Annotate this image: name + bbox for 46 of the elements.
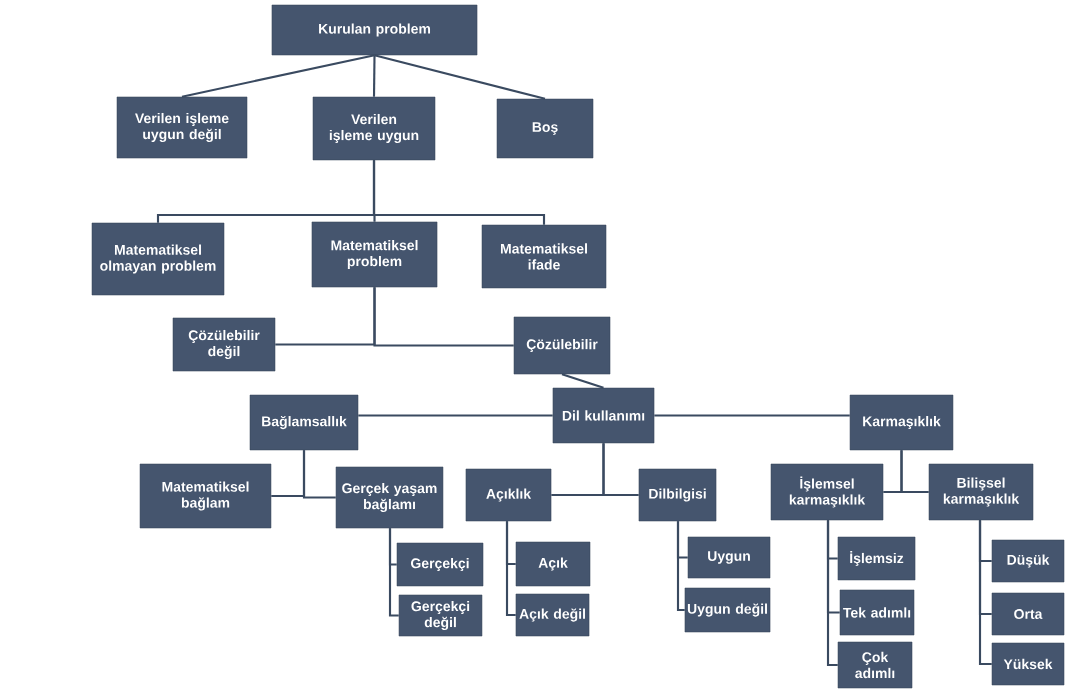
connector-line: [900, 450, 929, 494]
category-box: Yüksek: [991, 642, 1065, 686]
connector-line: [358, 414, 553, 417]
category-box: Düşük: [991, 539, 1065, 583]
connector-line: [181, 54, 375, 98]
category-box: Matematiksel ifade: [481, 224, 607, 289]
connector-line: [602, 443, 639, 497]
category-box: Verilen işleme uygun değil: [116, 96, 248, 159]
category-box: Gerçekçi: [396, 542, 484, 587]
connector-line: [372, 160, 546, 225]
connector-line: [505, 521, 516, 617]
category-box: Verilen işleme uygun: [312, 96, 436, 161]
connector-line: [654, 414, 850, 417]
category-box: Açık: [515, 541, 591, 587]
category-box: Tek adımlı: [839, 589, 915, 636]
category-box: Çözülebilir değil: [172, 317, 276, 372]
connector-line: [826, 520, 838, 667]
connector-line: [676, 521, 685, 612]
category-box: Boş: [496, 98, 594, 159]
category-box: Matematiksel bağlam: [139, 463, 272, 529]
category-box: Uygun değil: [684, 587, 771, 633]
category-box: İşlemsiz: [837, 536, 916, 581]
category-box: Çok adımlı: [837, 641, 913, 689]
connector-line: [374, 54, 546, 100]
category-box: İşlemsel karmaşıklık: [770, 463, 884, 521]
category-box: Uygun: [687, 536, 771, 579]
connector-line: [978, 520, 992, 666]
category-box: Karmaşıklık: [849, 394, 954, 451]
connector-line: [302, 450, 336, 499]
category-box: Açıklık: [465, 468, 552, 522]
category-box: Orta: [991, 592, 1065, 636]
category-box: Dilbilgisi: [638, 468, 717, 522]
connector-line: [388, 528, 399, 617]
category-box: Gerçekçi değil: [398, 594, 483, 637]
connector-line: [561, 373, 604, 389]
category-box: Açık değil: [515, 593, 590, 637]
category-box: Matematiksel problem: [311, 221, 438, 288]
category-box: Bağlamsallık: [249, 394, 359, 451]
category-box: Bilişsel karmaşıklık: [928, 463, 1034, 521]
category-box: Dil kullanımı: [552, 387, 655, 444]
connector-line: [373, 287, 514, 347]
category-box: Kurulan problem: [271, 4, 478, 56]
connector-line: [372, 55, 376, 97]
category-box: Gerçek yaşam bağlamı: [335, 466, 444, 529]
category-box: Çözülebilir: [513, 316, 611, 375]
category-box: Matematiksel olmayan problem: [91, 222, 225, 296]
